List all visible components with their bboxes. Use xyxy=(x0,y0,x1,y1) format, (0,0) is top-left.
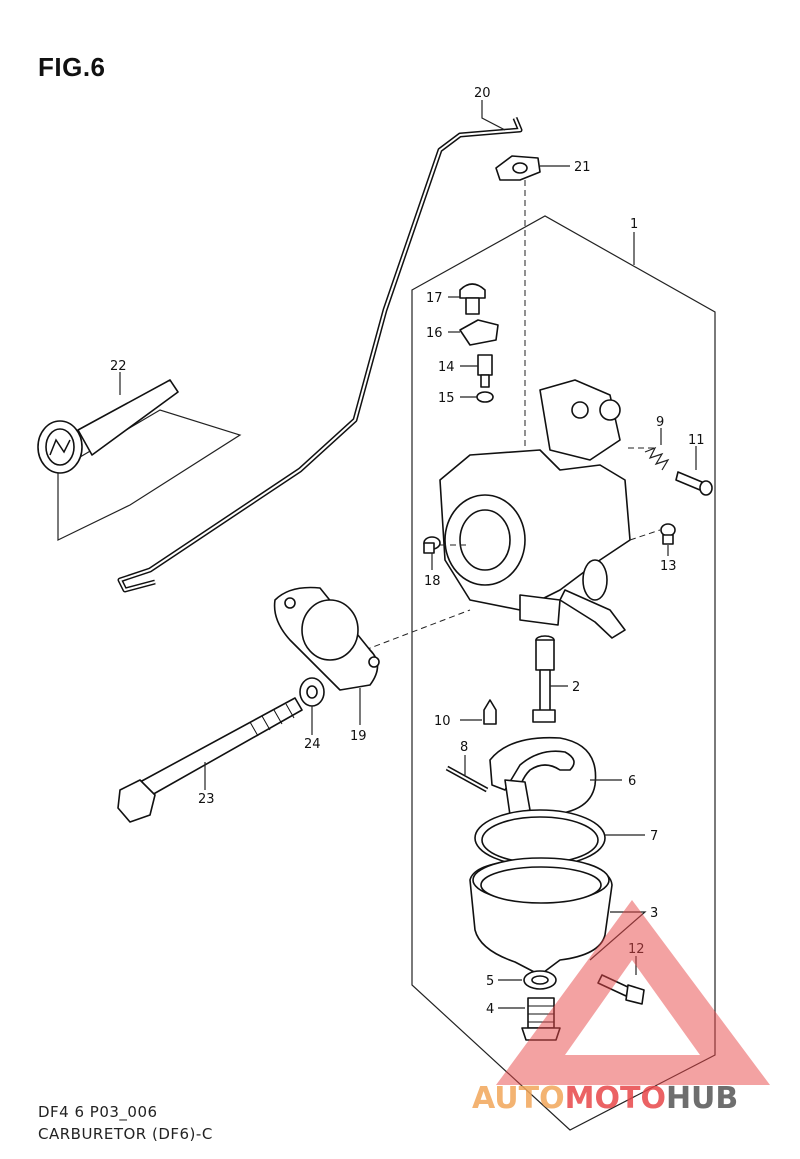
callout-18: 18 xyxy=(424,574,441,589)
callout-17: 17 xyxy=(426,291,443,306)
callout-8: 8 xyxy=(460,740,468,755)
part-15-o-ring xyxy=(476,391,494,403)
part-19-gasket xyxy=(273,586,380,691)
callout-23: 23 xyxy=(198,792,215,807)
part-9-spring xyxy=(644,446,670,471)
part-22-choke-knob xyxy=(37,379,242,541)
callout-13: 13 xyxy=(660,559,677,574)
part-10-float-valve xyxy=(483,699,497,725)
part-21-hose-clip xyxy=(495,155,541,181)
callout-16: 16 xyxy=(426,326,443,341)
callout-4: 4 xyxy=(486,1002,494,1017)
drawing-code: DF4 6 P03_006 xyxy=(38,1103,158,1121)
watermark-triangle-icon xyxy=(496,900,770,1085)
part-7-float-chamber-gasket xyxy=(474,809,606,867)
part-14-jet xyxy=(477,354,493,388)
callout-5: 5 xyxy=(486,974,494,989)
part-16-plate xyxy=(459,319,499,346)
part-23-bolt xyxy=(117,697,303,823)
callout-1: 1 xyxy=(630,217,638,232)
part-2-needle xyxy=(532,635,556,723)
carburetor-body xyxy=(439,379,631,639)
callout-9: 9 xyxy=(656,415,664,430)
watermark-moto: MOTO xyxy=(565,1081,666,1116)
part-17-screw xyxy=(459,283,486,315)
figure-title: FIG.6 xyxy=(38,52,106,82)
watermark-logo: AUTOMOTOHUB xyxy=(472,900,770,1116)
callout-22: 22 xyxy=(110,359,127,374)
part-18-screw xyxy=(423,536,441,554)
callout-11: 11 xyxy=(688,433,705,448)
drawing-name: CARBURETOR (DF6)-C xyxy=(38,1125,213,1143)
callout-14: 14 xyxy=(438,360,455,375)
callout-3: 3 xyxy=(650,906,658,921)
callout-19: 19 xyxy=(350,729,367,744)
callout-15: 15 xyxy=(438,391,455,406)
part-24-washer xyxy=(299,677,325,707)
part-5-washer xyxy=(523,970,557,990)
callout-labels: 20 21 1 22 17 16 14 15 9 11 13 18 19 24 … xyxy=(110,86,705,1017)
part-6-float xyxy=(489,736,597,816)
part-13-screw xyxy=(660,523,676,545)
watermark-auto: AUTO xyxy=(472,1081,565,1116)
callout-21: 21 xyxy=(574,160,591,175)
callout-10: 10 xyxy=(434,714,451,729)
part-3-float-chamber xyxy=(469,857,613,976)
watermark-hub: HUB xyxy=(666,1081,738,1116)
part-11-screw xyxy=(675,471,713,496)
callout-7: 7 xyxy=(650,829,658,844)
callout-2: 2 xyxy=(572,680,580,695)
callout-24: 24 xyxy=(304,737,321,752)
svg-text:AUTOMOTOHUB: AUTOMOTOHUB xyxy=(472,1081,738,1116)
callout-20: 20 xyxy=(474,86,491,101)
callout-6: 6 xyxy=(628,774,636,789)
